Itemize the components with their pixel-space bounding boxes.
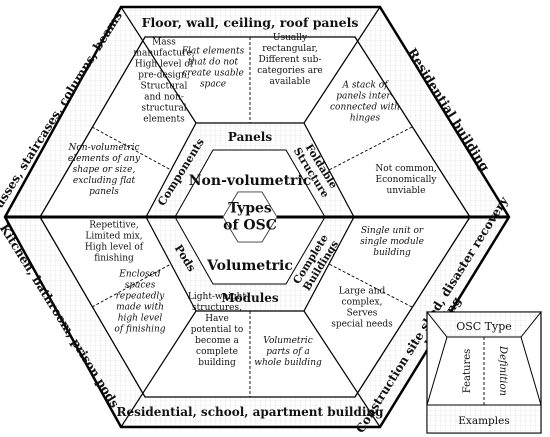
text-line: excluding flat xyxy=(73,176,136,186)
feature-definition-dividers xyxy=(91,37,413,397)
text-line: of OSC xyxy=(223,217,277,233)
modules-example: Residential, school, apartment building xyxy=(116,405,384,419)
text-line: finishing xyxy=(94,253,134,263)
text-line: Non-volumetric xyxy=(67,143,139,153)
text-line: Types xyxy=(228,200,272,216)
text-line: Limited mix, xyxy=(85,231,142,241)
legend-definition: Definition xyxy=(497,345,508,396)
panels-example: Floor, wall, ceiling, roof panels xyxy=(142,15,359,30)
text-line: made with xyxy=(116,302,164,312)
text-line: potential to xyxy=(191,325,244,335)
text-line: Volumetric xyxy=(263,336,312,346)
text-line: unviable xyxy=(387,186,426,196)
text-line: single module xyxy=(360,237,424,247)
text-line: Repetitive, xyxy=(89,220,138,230)
text-line: of finishing xyxy=(114,324,165,334)
text-line: create usable xyxy=(182,68,244,78)
text-line: rectangular, xyxy=(262,44,317,54)
legend-features: Features xyxy=(462,349,473,394)
text-line: complex, xyxy=(342,297,383,307)
text-line: Serves xyxy=(347,308,378,318)
text-line: Structural xyxy=(141,81,188,91)
volumetric-label: Volumetric xyxy=(206,258,293,274)
non-volumetric-label: Non-volumetric xyxy=(189,173,312,189)
text-line: Mass xyxy=(152,37,176,47)
text-line: panels xyxy=(89,187,119,197)
text-line: Usually xyxy=(273,33,308,43)
text-line: high level xyxy=(118,313,163,323)
text-line: building xyxy=(198,358,236,368)
text-line: High level of xyxy=(135,59,194,69)
text-line: Not common, xyxy=(375,164,436,174)
legend-title: OSC Type xyxy=(456,320,512,333)
text-line: pre-design, xyxy=(138,70,189,80)
text-line: whole building xyxy=(254,358,322,368)
text-line: that do not xyxy=(188,57,239,67)
text-line: Have xyxy=(205,314,229,324)
text-line: panels inter- xyxy=(336,91,394,101)
text-line: Large and xyxy=(339,286,386,296)
text-line: space xyxy=(200,79,226,89)
text-line: special needs xyxy=(331,319,393,329)
text-line: become a xyxy=(195,336,239,346)
text-line: Flat elements xyxy=(181,46,245,56)
text-line: manufacture, xyxy=(133,48,194,58)
text-line: connected with xyxy=(330,102,400,112)
text-line: hinges xyxy=(350,113,381,123)
text-line: repeatedly xyxy=(116,291,166,301)
text-line: elements xyxy=(143,114,185,124)
text-line: Economically xyxy=(376,175,438,185)
text-line: elements of any xyxy=(68,154,141,164)
text-line: Enclosed xyxy=(118,269,161,279)
text-line: Different sub- xyxy=(259,55,322,65)
text-line: A stack of xyxy=(341,80,389,90)
text-line: structural xyxy=(141,103,186,113)
text-line: complete xyxy=(196,347,238,357)
panels-label: Panels xyxy=(228,130,272,144)
text-line: categories are xyxy=(257,66,323,76)
text-line: structures, xyxy=(192,303,242,313)
text-line: available xyxy=(270,77,311,87)
modules-label: Modules xyxy=(221,291,279,305)
text-line: and non- xyxy=(144,92,184,102)
text-line: Light-weight xyxy=(188,292,247,302)
text-line: shape or size, xyxy=(73,165,136,175)
text-line: parts of a xyxy=(266,347,310,357)
text-line: spaces xyxy=(125,280,156,290)
legend-examples: Examples xyxy=(458,415,510,427)
legend: OSC Type Features Definition Examples xyxy=(425,311,543,434)
text-line: Single unit or xyxy=(361,226,424,236)
text-line: High level of xyxy=(85,242,144,252)
text-line: building xyxy=(373,248,411,258)
